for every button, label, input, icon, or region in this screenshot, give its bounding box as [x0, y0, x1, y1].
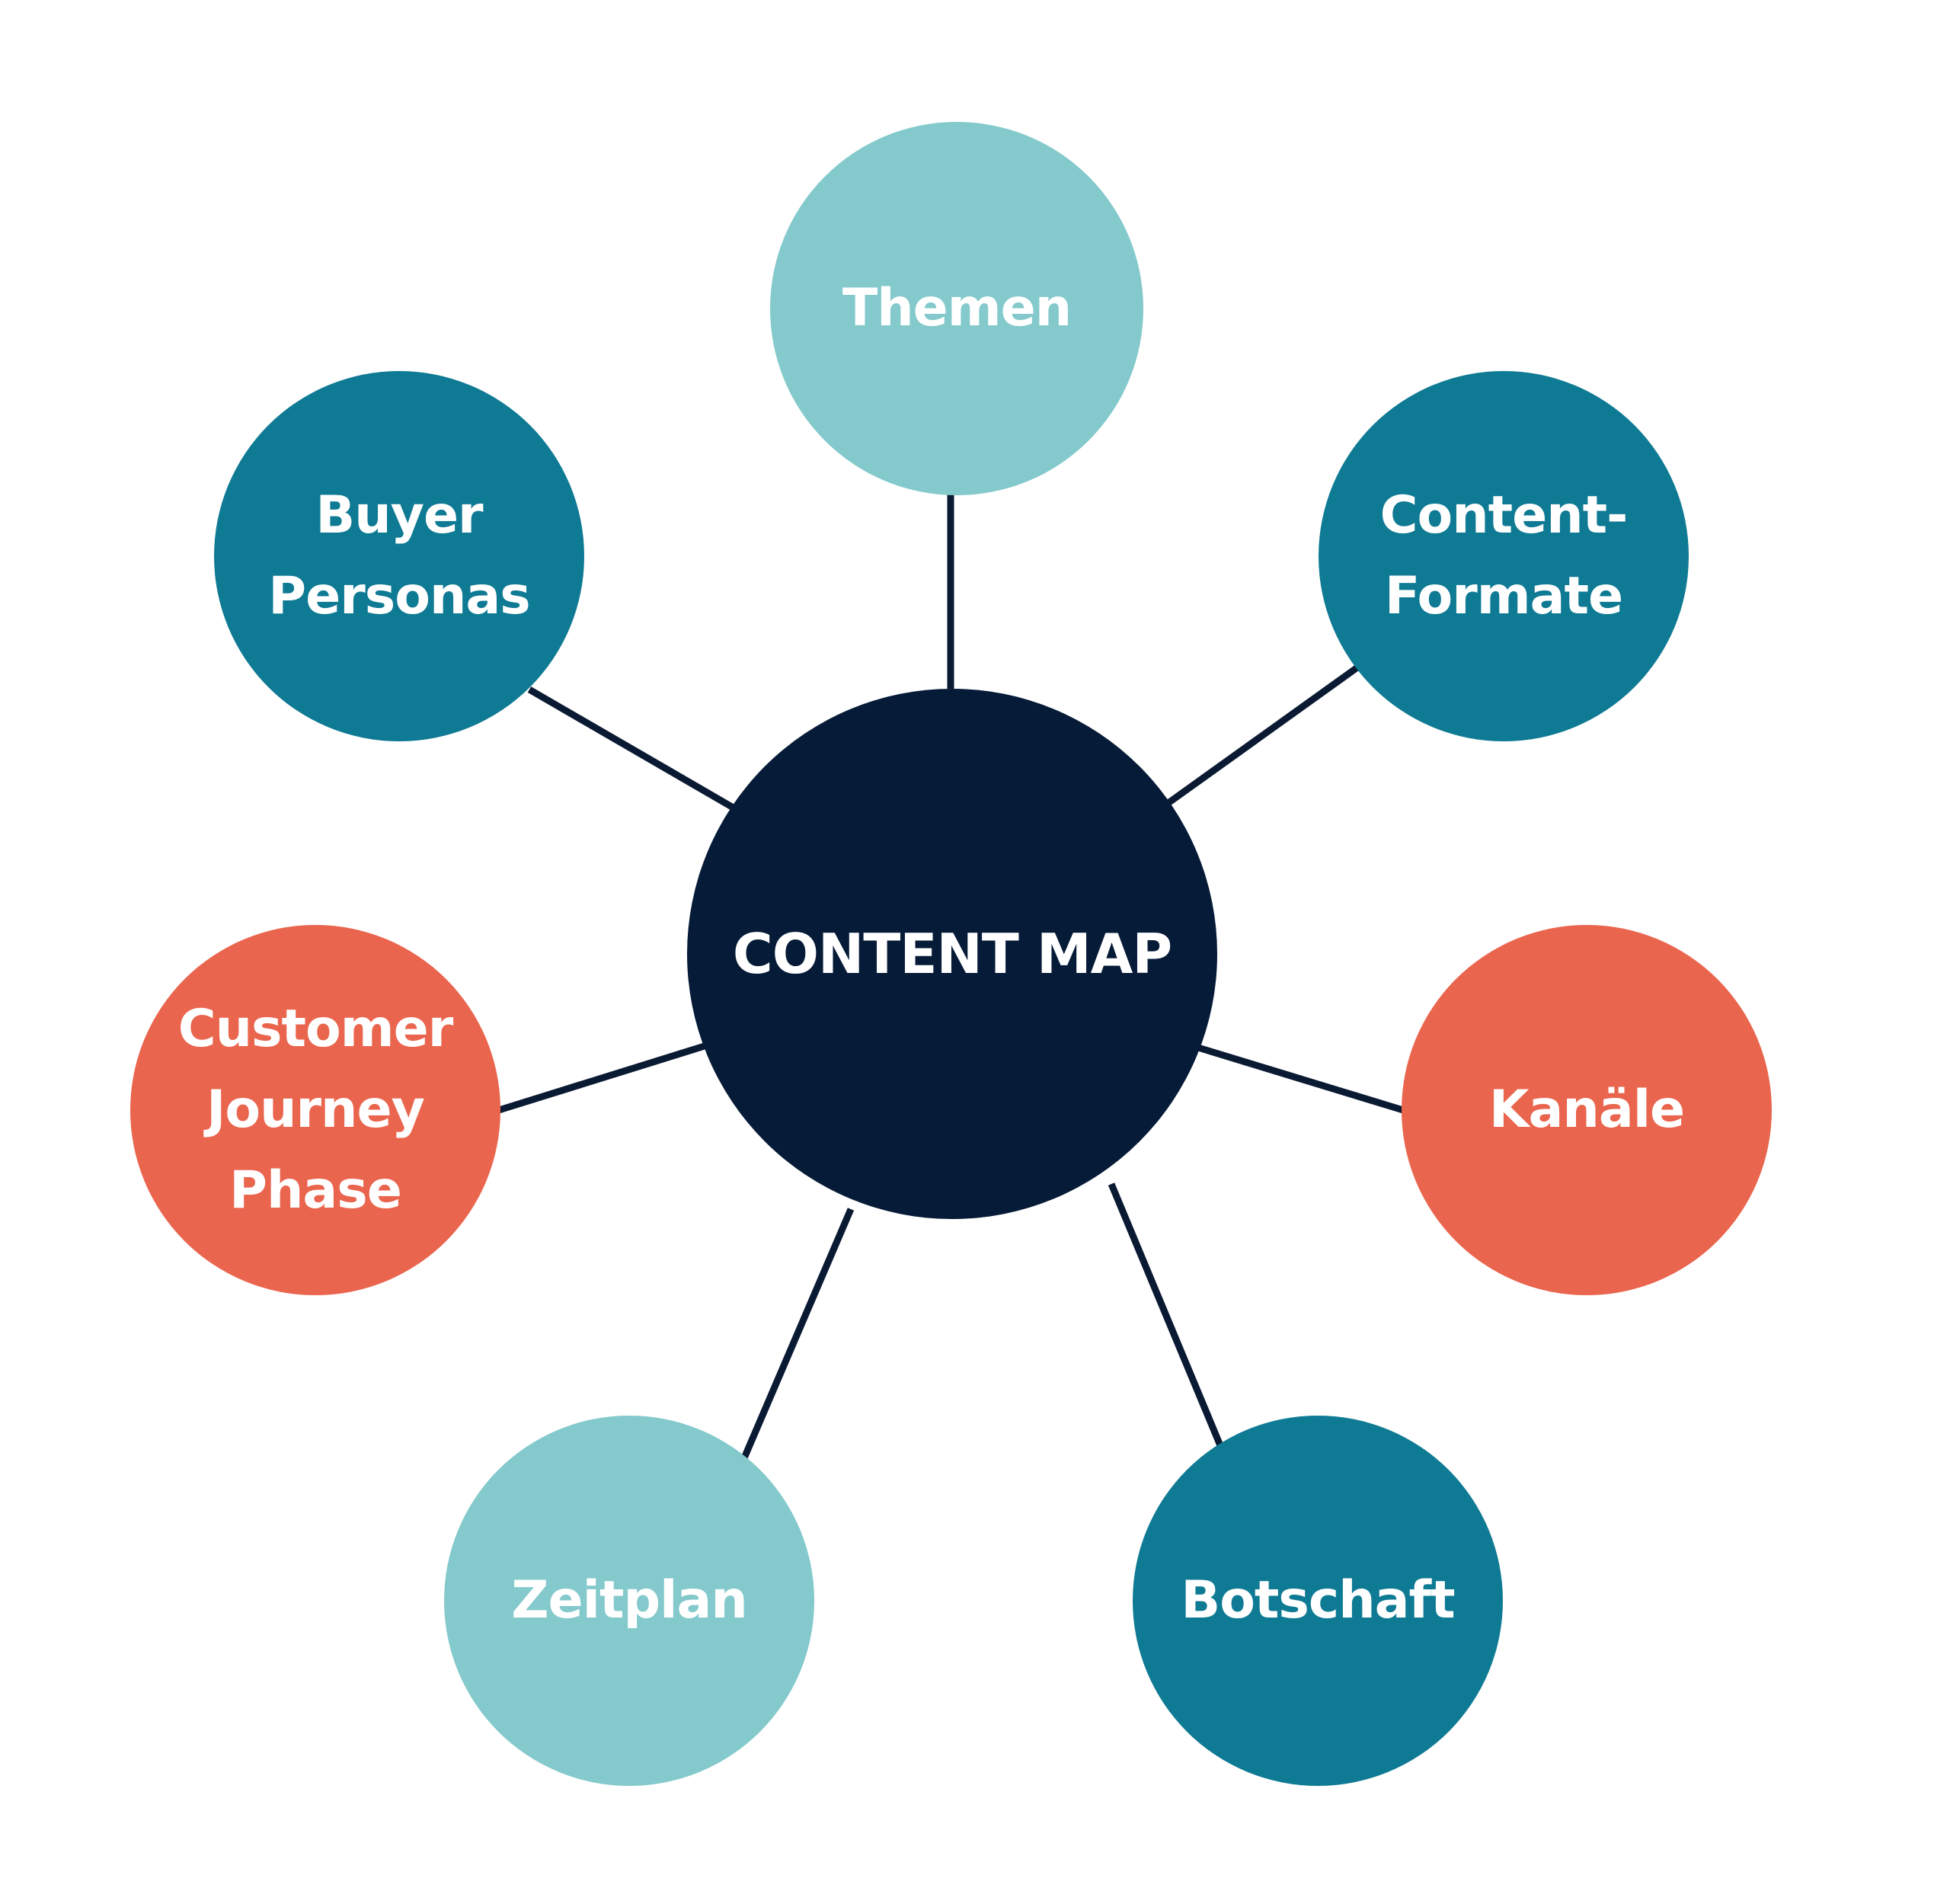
node-label: Customer Journey Phase: [177, 999, 454, 1221]
connector-customer-journey-phase: [497, 1042, 708, 1114]
node-content-formate: Content- Formate: [1319, 371, 1689, 741]
node-customer-journey-phase: Customer Journey Phase: [130, 925, 500, 1295]
center-node-label: CONTENT MAP: [732, 922, 1172, 986]
node-label: Content- Formate: [1379, 485, 1629, 626]
connector-kanaele: [1197, 1044, 1405, 1114]
connector-content-formate: [1167, 664, 1360, 805]
connector-buyer-personas: [527, 686, 738, 812]
node-kanaele: Kanäle: [1402, 925, 1772, 1295]
node-themen: Themen: [770, 122, 1143, 495]
node-label: Kanäle: [1488, 1080, 1685, 1140]
node-label: Buyer Personas: [268, 485, 530, 626]
node-label: Zeitplan: [511, 1570, 748, 1630]
node-label: Themen: [842, 278, 1072, 338]
node-botschaft: Botschaft: [1133, 1416, 1503, 1786]
center-node-content-map: CONTENT MAP: [687, 689, 1217, 1219]
node-zeitplan: Zeitplan: [444, 1416, 814, 1786]
connector-zeitplan: [740, 1208, 855, 1461]
node-buyer-personas: Buyer Personas: [214, 371, 584, 741]
node-label: Botschaft: [1181, 1570, 1455, 1630]
connector-botschaft: [1108, 1182, 1229, 1460]
